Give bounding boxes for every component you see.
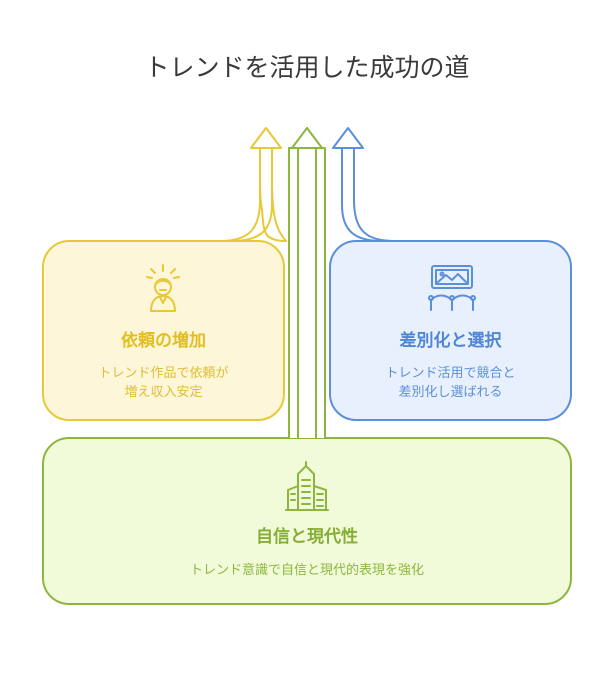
arrow-blue-inner: [341, 148, 383, 242]
card-left: 依頼の増加 トレンド作品で依頼が 増え収入安定: [43, 326, 284, 402]
arrow-blue-outer: [353, 148, 395, 242]
card-right: 差別化と選択 トレンド活用で競合と 差別化し選ばれる: [330, 326, 571, 402]
arrow-yellow-headtip: [250, 127, 282, 149]
card-right-box: [329, 240, 572, 421]
arrow-blue-head: [332, 127, 364, 149]
arrow-yellow-shaft: [231, 148, 273, 242]
card-right-title: 差別化と選択: [399, 331, 502, 351]
card-right-desc-line1: トレンド活用で競合と: [385, 366, 516, 381]
card-left-title: 依頼の増加: [121, 331, 206, 351]
card-left-desc: トレンド作品で依頼が 増え収入安定: [43, 364, 284, 402]
card-right-desc: トレンド活用で競合と 差別化し選ばれる: [330, 364, 571, 402]
arrow-green-headtip: [291, 127, 323, 149]
gallery-display-icon: [428, 265, 476, 311]
card-right-desc-line2: 差別化し選ばれる: [398, 385, 503, 400]
card-bottom: 自信と現代性 トレンド意識で自信と現代的表現を強化: [43, 522, 571, 580]
card-left-desc-line1: トレンド作品で依頼が: [98, 366, 229, 381]
diagram-title: トレンドを活用した成功の道: [144, 53, 470, 82]
card-left-box: [42, 240, 285, 421]
stressed-person-icon: [146, 264, 180, 312]
arrow-yellow-outer: [219, 148, 261, 242]
arrow-green: [288, 127, 326, 438]
city-buildings-icon: [285, 461, 329, 511]
card-left-desc-line2: 増え収入安定: [124, 385, 203, 400]
card-bottom-title: 自信と現代性: [256, 527, 358, 547]
arrow-green-inner: [297, 148, 317, 438]
card-bottom-desc: トレンド意識で自信と現代的表現を強化: [189, 563, 424, 578]
